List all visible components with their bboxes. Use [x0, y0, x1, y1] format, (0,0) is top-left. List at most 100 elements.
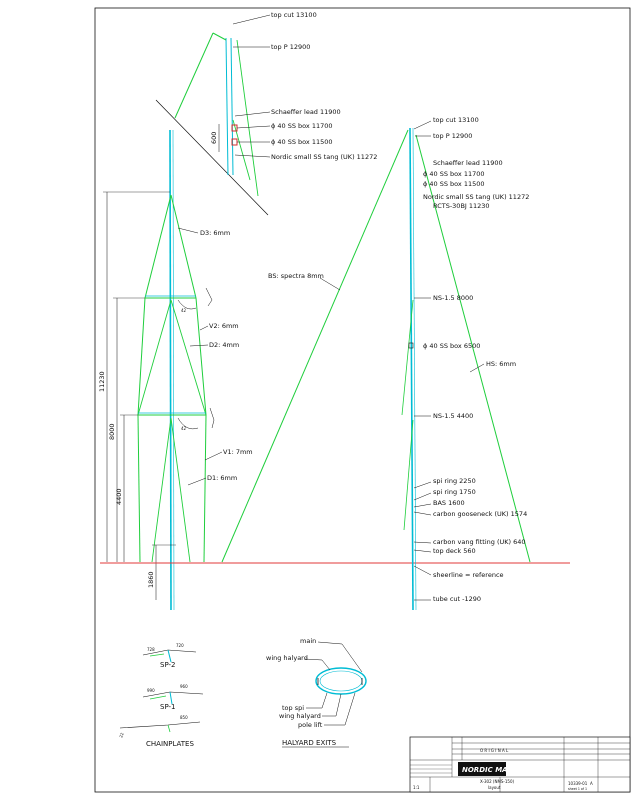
- sp1-label: SP-1: [160, 703, 176, 711]
- label-d2: D2: 4mm: [209, 341, 239, 349]
- leader-nordic: [234, 154, 271, 158]
- sp1-d960: 960: [180, 684, 188, 689]
- label-v1: V1: 7mm: [223, 448, 253, 456]
- halyard-mast-inner: [319, 670, 363, 692]
- label-detail-nordic: Nordic small SS tang (UK) 11272: [271, 153, 377, 161]
- leader-d3: [177, 227, 199, 234]
- d3-stay-right: [170, 194, 197, 299]
- label-bs: BS: spectra 8mm: [268, 272, 324, 280]
- dim600-text: 600: [210, 132, 218, 144]
- backstay: [221, 129, 409, 563]
- headstay: [415, 134, 531, 563]
- inner-stay-1: [401, 299, 414, 416]
- halyard-mast-section: [315, 667, 367, 695]
- label-side-box2: ϕ 40 SS box 11500: [423, 180, 485, 188]
- d1-stay-left: [151, 417, 172, 563]
- dim1860-text: 1860: [147, 571, 155, 588]
- cp-mark: [167, 724, 171, 733]
- front-mast-inner: [172, 129, 175, 611]
- d2-stay-left: [137, 299, 172, 416]
- detail-deck-line: [155, 99, 269, 216]
- label-top-spi: top spi: [282, 704, 304, 712]
- sp1-d990: 990: [147, 688, 155, 693]
- sp2-label: SP-2: [160, 661, 176, 669]
- tb-rev: A: [590, 781, 593, 786]
- label-detail-box1: ϕ 40 SS box 11700: [271, 122, 333, 130]
- tb-logo-bg: [458, 762, 506, 776]
- label-side-rcts: RCTS-30BJ 11230: [433, 202, 490, 210]
- angle-arc-lower: [177, 417, 199, 430]
- v1-stay-left: [137, 414, 141, 563]
- leader-spi1: [413, 481, 432, 489]
- leader-top-spi: [306, 692, 328, 709]
- detail-stay-2: [212, 32, 227, 41]
- sp2-mark-a: [167, 649, 172, 663]
- chainplates: 728 720 SP-2 990 960 SP-1 850 22 CHAINPL…: [118, 643, 204, 748]
- label-bas: BAS 1600: [433, 499, 465, 507]
- leader-sheer: [413, 565, 432, 576]
- tb-sub: layout: [488, 785, 501, 790]
- label-ns1: NS-1.5 4400: [433, 412, 473, 420]
- leader-hs: [469, 363, 485, 373]
- dim4400-text: 4400: [115, 488, 123, 505]
- leader-pole: [324, 692, 356, 726]
- front-mast: [169, 129, 172, 611]
- label-side-schaeffer: Schaeffer lead 11900: [433, 159, 503, 167]
- label-d3: D3: 6mm: [200, 229, 230, 237]
- label-detail-top-p: top P 12900: [271, 43, 310, 51]
- label-side-nordic: Nordic small SS tang (UK) 11272: [423, 193, 529, 201]
- label-detail-top-cut: top cut 13100: [271, 11, 317, 19]
- chainplates-title: CHAINPLATES: [146, 740, 194, 748]
- label-spi1: spi ring 2250: [433, 477, 476, 485]
- leader-d2: [189, 344, 209, 347]
- dim8000-text: 8000: [108, 423, 116, 440]
- label-tube: tube cut -1290: [433, 595, 481, 603]
- label-wing: wing halyard: [266, 654, 308, 662]
- label-v2: V2: 6mm: [209, 322, 239, 330]
- tb-number: 10339-01: [568, 781, 588, 786]
- label-detail-box2: ϕ 40 SS box 11500: [271, 138, 333, 146]
- leader-wing2: [322, 693, 342, 717]
- inner-stay-2: [403, 419, 414, 531]
- cp-d850: 850: [180, 715, 188, 720]
- leader-v1: [204, 451, 223, 461]
- sp1-mark-a: [169, 691, 173, 705]
- label-d1: D1: 6mm: [207, 474, 237, 482]
- spreader-tick-upper: [205, 287, 213, 307]
- leader-goose: [413, 511, 432, 516]
- cp-shape: [119, 721, 201, 729]
- label-pole: pole lift: [298, 721, 323, 729]
- sp1-mark-b: [149, 695, 167, 700]
- label-wing2: wing halyard: [279, 712, 321, 720]
- side-mast: [409, 127, 414, 611]
- tb-sheet: sheet 1 of 1: [568, 787, 587, 791]
- side-fitting-box: [408, 342, 414, 349]
- v1-stay-right: [203, 414, 207, 563]
- leader-deck: [413, 549, 432, 553]
- side-mast-inner: [412, 127, 417, 611]
- label-ns2: NS-1.5 8000: [433, 294, 473, 302]
- label-detail-schaeffer: Schaeffer lead 11900: [271, 108, 341, 116]
- angle-arc-upper: [177, 299, 197, 310]
- masthead-detail: 600 top cut 13100 top P 12900 Schaeffer …: [155, 11, 377, 216]
- angle-upper-text: 42: [181, 308, 187, 313]
- leader-wing: [304, 658, 331, 671]
- halyard-title: HALYARD EXITS: [282, 739, 337, 747]
- leader-bs: [319, 277, 341, 291]
- label-goose: carbon gooseneck (UK) 1574: [433, 510, 527, 518]
- label-hs: HS: 6mm: [486, 360, 516, 368]
- label-side-top-p: top P 12900: [433, 132, 472, 140]
- leader-v2: [199, 325, 209, 331]
- tb-scale: 1:1: [413, 785, 420, 790]
- detail-stay-4: [232, 119, 251, 181]
- title-block: O R I G I N A L NORDIC MAST 1:1 X-302 (N…: [409, 736, 631, 793]
- cp-d22: 22: [118, 731, 125, 738]
- sp2-d728: 728: [147, 647, 155, 652]
- tb-original: O R I G I N A L: [480, 748, 509, 753]
- label-vang: carbon vang fitting (UK) 640: [433, 538, 526, 546]
- tb-logo: NORDIC MAST: [462, 766, 519, 774]
- spreader-tick-lower: [209, 407, 215, 429]
- label-sheer: sheerline = reference: [433, 571, 504, 579]
- label-spi2: spi ring 1750: [433, 488, 476, 496]
